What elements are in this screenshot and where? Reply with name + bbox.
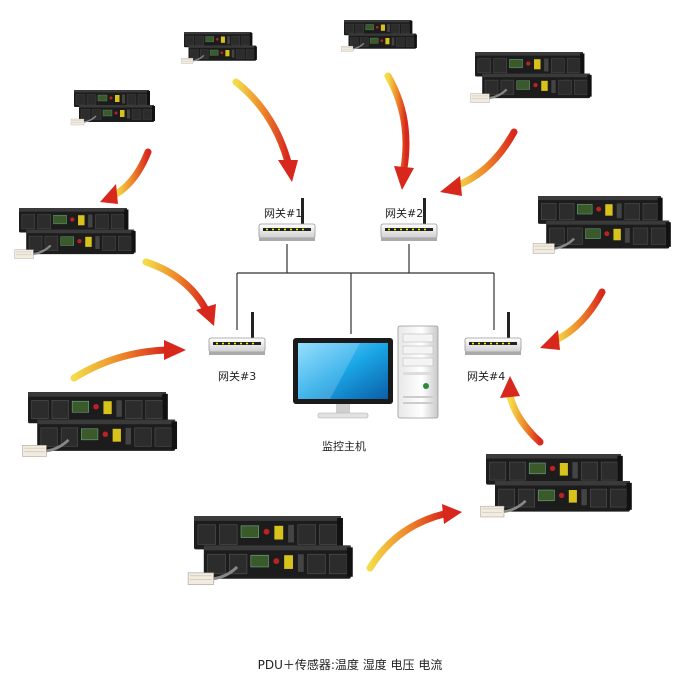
pdu-unit-3 (471, 52, 592, 102)
arrow-pdu9-to-pdu8 (366, 504, 462, 572)
gateway-4 (464, 311, 522, 356)
arrow-pdu1-to-gateway1 (232, 78, 298, 182)
arrow-pdu6-to-gateway4 (540, 288, 606, 350)
pdu-unit-7 (22, 392, 177, 456)
arrow-pdu8-to-gateway4 (500, 376, 544, 446)
arrow-pdu2-to-gateway2 (384, 72, 414, 190)
host-monitor (293, 338, 393, 419)
diagram-caption: PDU＋传感器:温度 湿度 电压 电流 (257, 658, 443, 672)
arrow-pdu5-to-gateway3 (142, 258, 216, 326)
pdu-unit-9 (188, 516, 353, 585)
host-label: 监控主机 (322, 440, 366, 453)
arrow-pdu7-to-gateway3 (70, 340, 186, 382)
gateway-2-label: 网关#2 (385, 207, 424, 220)
gateway-1-label: 网关#1 (264, 207, 303, 220)
arrow-pdu3-to-gateway2 (440, 128, 518, 196)
gateway-4-label: 网关#4 (467, 370, 506, 383)
arrow-pdu4-to-pdu5 (100, 148, 152, 204)
pdu-unit-1 (181, 32, 257, 64)
network-lines (236, 244, 495, 334)
pdu-unit-6 (533, 196, 671, 253)
pdu-unit-8 (481, 454, 632, 517)
host-tower (397, 325, 439, 419)
pdu-unit-5 (15, 208, 136, 258)
pdu-unit-4 (71, 90, 155, 125)
pdu-unit-2 (341, 20, 417, 52)
gateway-3-label: 网关#3 (218, 370, 257, 383)
